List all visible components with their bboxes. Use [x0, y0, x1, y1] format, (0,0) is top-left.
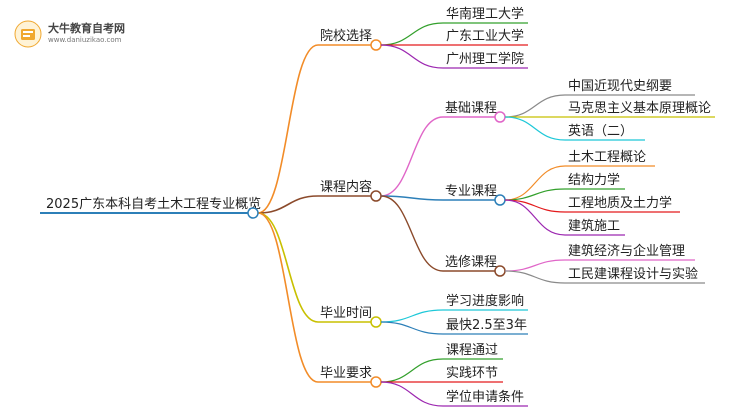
- leaf-label: 华南理工大学: [446, 6, 524, 22]
- leaf-label: 建筑施工: [568, 218, 620, 234]
- branch-connector: [257, 212, 319, 323]
- leaf-connector: [380, 44, 444, 69]
- logo-title: 大牛教育自考网: [48, 22, 125, 35]
- leaf-connector: [504, 259, 566, 272]
- subbranch-node: [494, 265, 506, 277]
- subbranch-node: [494, 194, 506, 206]
- leaf-label: 工民建课程设计与实验: [568, 266, 698, 282]
- leaf-label: 工程地质及土力学: [568, 195, 672, 211]
- subbranch-connector: [380, 195, 444, 272]
- leaf-label: 最快2.5至3年: [446, 318, 527, 333]
- leaf-connector: [380, 358, 444, 383]
- leaf-label: 实践环节: [446, 366, 498, 381]
- branch-node: [370, 190, 382, 202]
- leaf-label: 结构力学: [568, 172, 620, 188]
- leaf-connector: [504, 199, 566, 236]
- site-logo: 大牛教育自考网 www.daniuzikao.com: [14, 18, 194, 52]
- leaf-connector: [504, 116, 566, 141]
- leaf-connector: [380, 22, 444, 46]
- leaf-connector: [504, 270, 566, 284]
- branch-node: [370, 376, 382, 388]
- book-logo-icon: [14, 20, 42, 48]
- branch-label: 毕业时间: [320, 306, 372, 321]
- leaf-label: 土木工程概论: [568, 150, 646, 165]
- leaf-label: 中国近现代史纲要: [568, 79, 672, 94]
- branch-label: 毕业要求: [320, 366, 372, 381]
- subbranch-label: 基础课程: [445, 101, 497, 116]
- branch-label: 院校选择: [320, 28, 372, 44]
- leaf-connector: [380, 309, 444, 323]
- leaf-label: 马克思主义基本原理概论: [568, 101, 711, 116]
- leaf-label: 广东工业大学: [446, 28, 524, 44]
- leaf-label: 学位申请条件: [446, 389, 524, 405]
- branch-connector: [257, 44, 319, 214]
- leaf-label: 建筑经济与企业管理: [568, 243, 685, 259]
- leaf-connector: [504, 165, 566, 201]
- root-label: 2025广东本科自考土木工程专业概览: [46, 196, 261, 212]
- leaf-connector: [380, 381, 444, 407]
- branch-node: [370, 316, 382, 328]
- branch-connector: [257, 195, 319, 214]
- branch-connector: [257, 212, 319, 383]
- leaf-connector: [380, 321, 444, 335]
- subbranch-label: 选修课程: [445, 255, 497, 270]
- leaf-label: 学习进度影响: [446, 293, 524, 309]
- leaf-label: 广州理工学院: [446, 51, 524, 67]
- leaf-label: 英语（二）: [568, 124, 633, 139]
- logo-url: www.daniuzikao.com: [48, 36, 122, 44]
- subbranch-connector: [380, 116, 444, 197]
- leaf-label: 课程通过: [446, 343, 498, 358]
- subbranch-node: [494, 111, 506, 123]
- branch-node: [370, 39, 382, 51]
- leaf-connector: [504, 94, 566, 118]
- subbranch-connector: [380, 195, 444, 201]
- branch-label: 课程内容: [320, 179, 372, 195]
- subbranch-label: 专业课程: [445, 184, 497, 199]
- root-node: [247, 207, 259, 219]
